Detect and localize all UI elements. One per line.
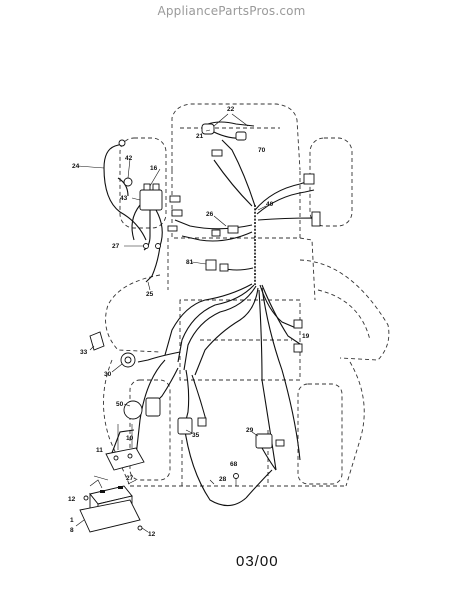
left-harness <box>103 139 183 283</box>
callout-50: 50 <box>116 401 124 408</box>
callout-68: 68 <box>230 461 238 468</box>
callout-12-right: 12 <box>148 531 156 538</box>
callout-40: 40 <box>266 201 274 208</box>
watermark: AppliancePartsPros.com <box>157 4 306 18</box>
callout-43: 43 <box>120 195 128 202</box>
callout-19: 19 <box>302 333 310 340</box>
callout-24: 24 <box>72 163 80 170</box>
callout-leaders <box>75 129 267 533</box>
callout-30: 30 <box>104 371 112 378</box>
callout-1: 1 <box>70 517 74 524</box>
callout-42: 42 <box>125 155 133 162</box>
callout-21: 21 <box>196 133 204 140</box>
callout-16: 16 <box>150 165 158 172</box>
callout-12-left: 12 <box>68 496 76 503</box>
callout-33: 33 <box>80 349 88 356</box>
callout-28: 28 <box>219 476 227 483</box>
date-code: 03/00 <box>236 553 279 570</box>
callout-25: 25 <box>146 291 154 298</box>
hood-components <box>201 113 255 237</box>
callout-27-upper: 27 <box>112 243 120 250</box>
callout-81: 81 <box>186 259 194 266</box>
right-connectors <box>293 173 321 353</box>
callout-70: 70 <box>258 147 266 154</box>
callout-22: 22 <box>227 106 235 113</box>
tractor-outline <box>103 103 390 487</box>
callout-8: 8 <box>70 527 74 534</box>
callout-29: 29 <box>246 427 254 434</box>
callout-labels: 24 42 16 43 27 25 22 21 70 40 26 81 19 3… <box>68 106 310 538</box>
callout-11: 11 <box>96 447 103 454</box>
callout-35: 35 <box>192 432 200 439</box>
battery-assembly <box>79 424 145 533</box>
callout-26: 26 <box>206 211 214 218</box>
callout-27-lower: 27 <box>126 475 134 482</box>
callout-10: 10 <box>126 435 134 442</box>
switch-components <box>89 259 229 368</box>
